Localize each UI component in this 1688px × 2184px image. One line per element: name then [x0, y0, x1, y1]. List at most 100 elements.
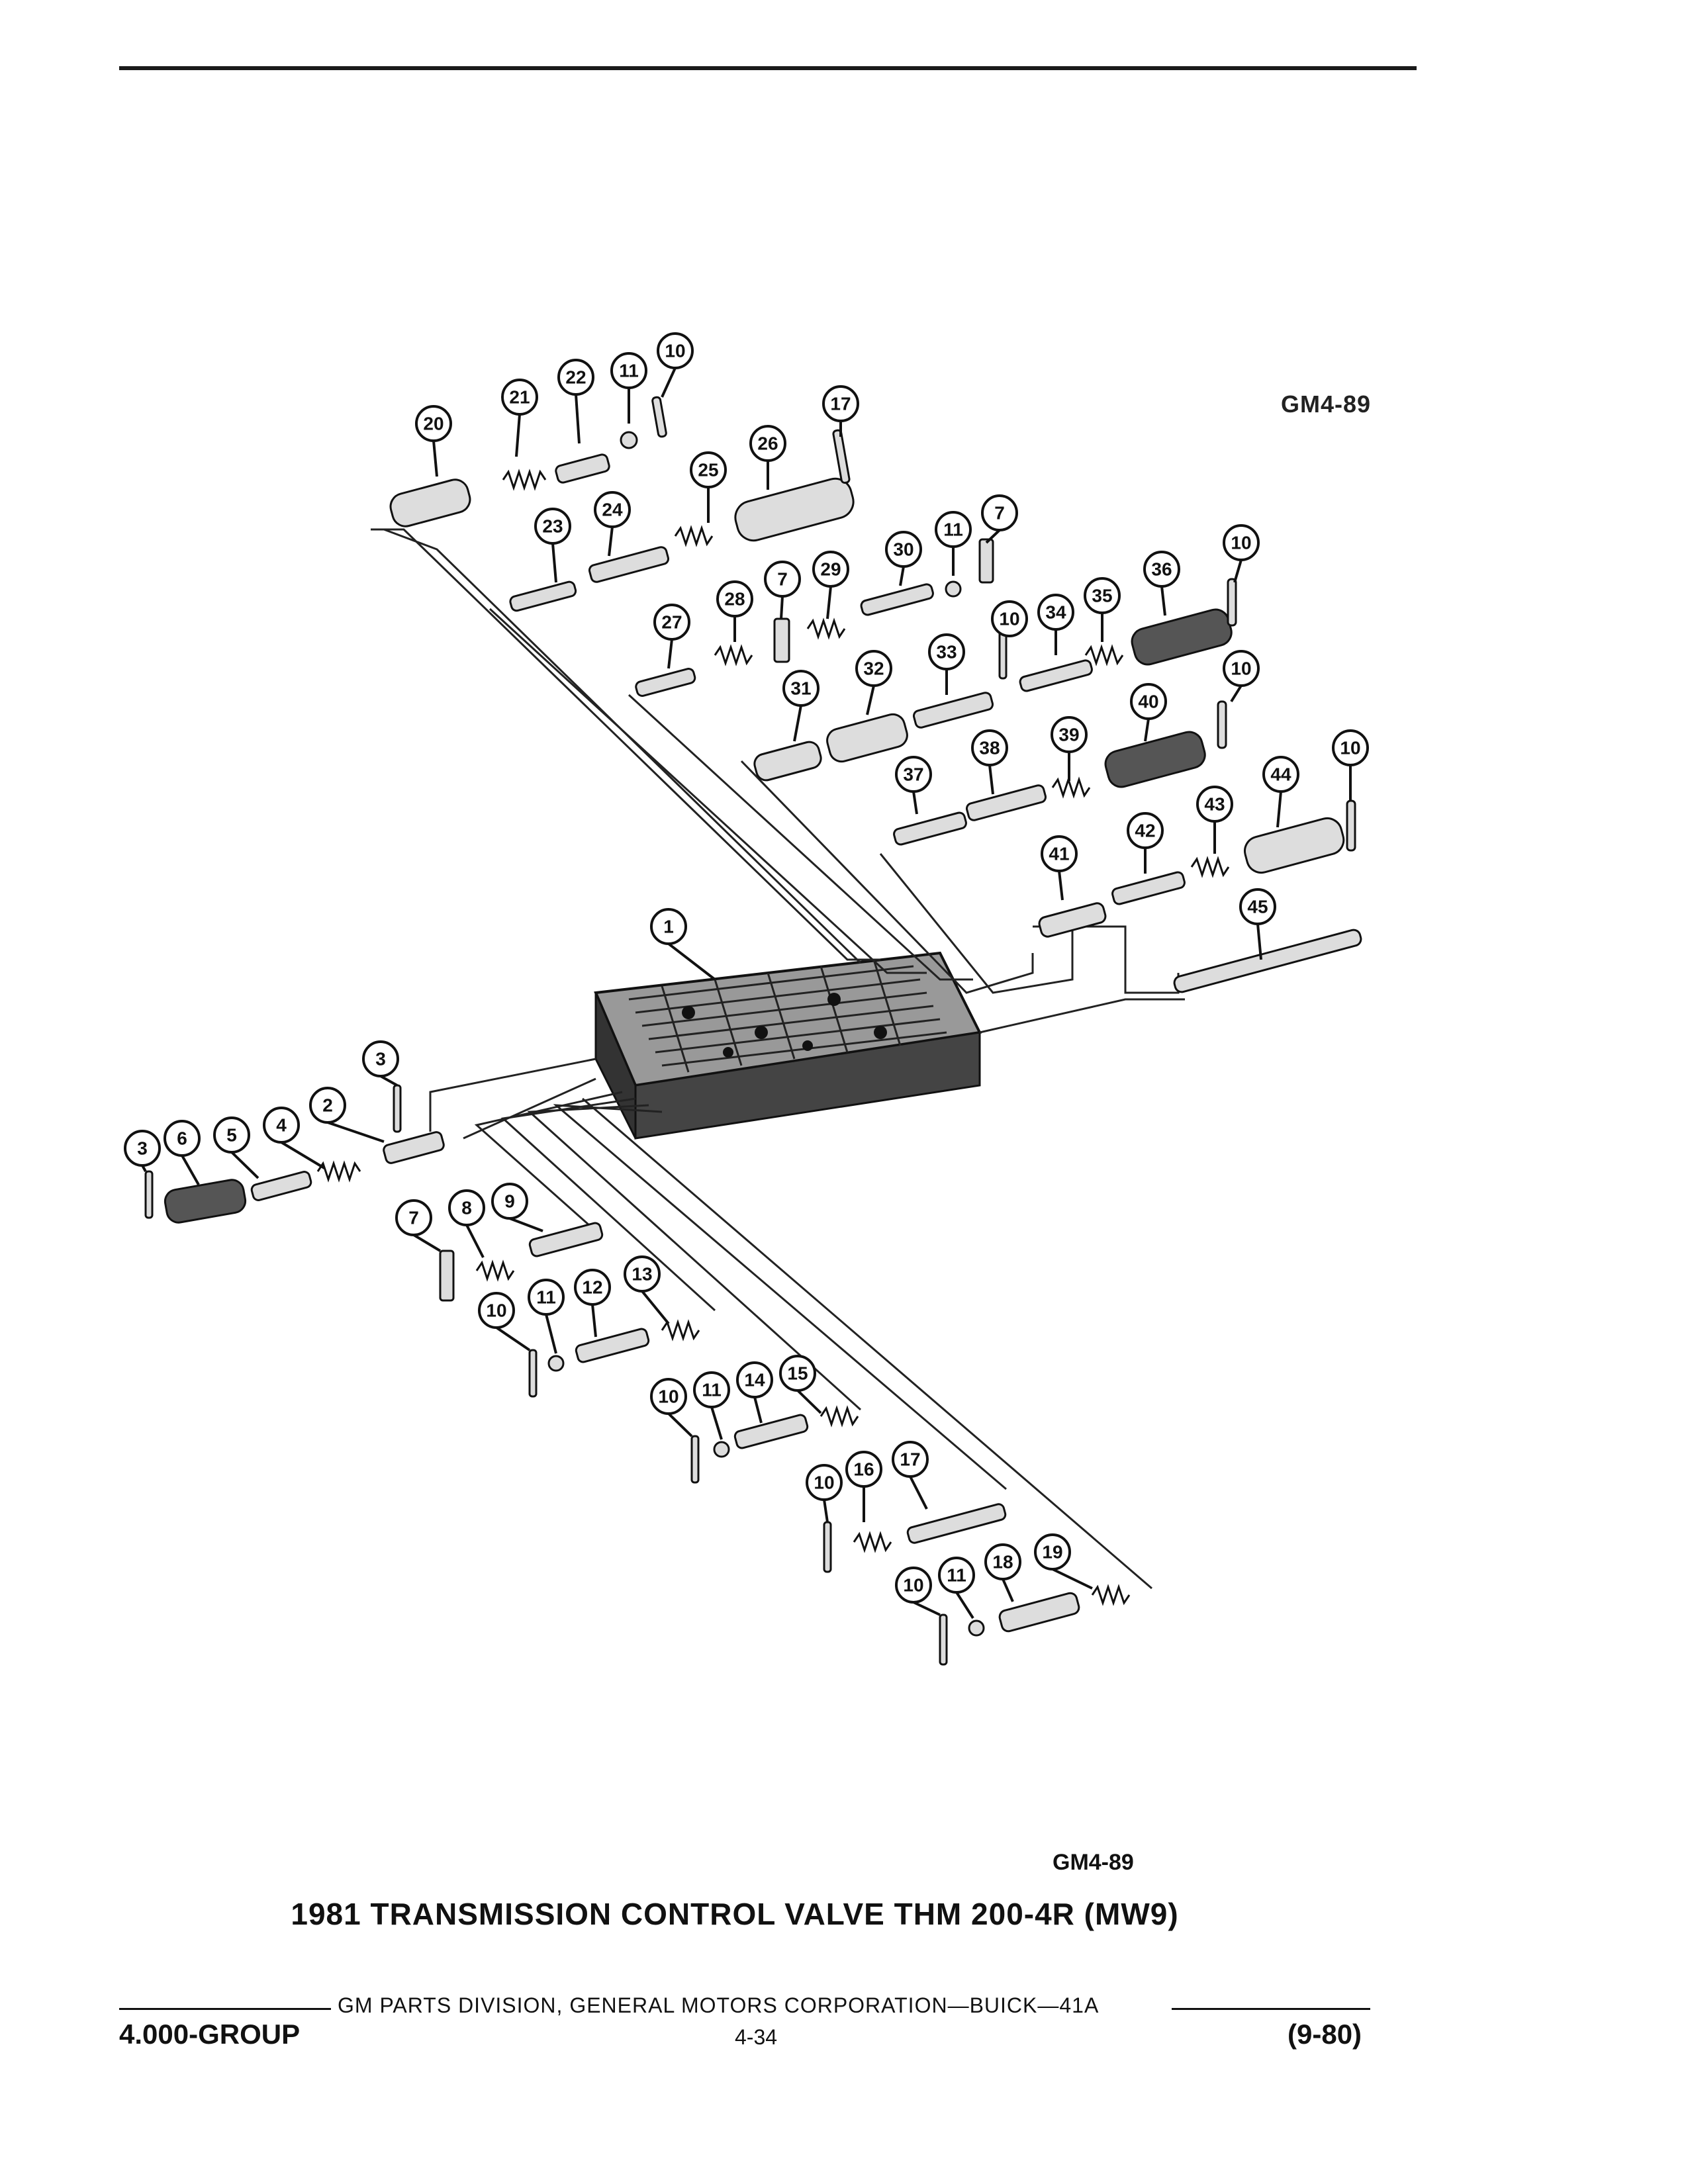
- callout-number: 5: [226, 1125, 237, 1146]
- callout-circle: [491, 1183, 528, 1220]
- callout-circle: [1223, 524, 1260, 561]
- callout-38: 38: [971, 729, 1008, 795]
- callout-leader: [661, 367, 677, 398]
- callout-circle: [845, 1451, 882, 1488]
- callout-circle: [309, 1087, 346, 1124]
- callout-circle: [653, 604, 690, 641]
- figure-code-bottom: GM4-89: [1053, 1850, 1134, 1875]
- callout-circle: [1037, 594, 1074, 631]
- callout-31: 31: [782, 670, 820, 742]
- callout-leader: [551, 543, 557, 583]
- callout-circle: [650, 908, 687, 945]
- callout-number: 37: [903, 764, 923, 785]
- callout-leader: [866, 685, 875, 715]
- callout-circle: [1130, 683, 1167, 720]
- callout-number: 10: [1340, 738, 1360, 758]
- callout-7: 7: [981, 494, 1018, 544]
- callout-circle: [1143, 551, 1180, 588]
- callout-circle: [749, 425, 786, 462]
- callout-circle: [1034, 1533, 1071, 1570]
- callout-leader: [575, 394, 581, 444]
- callout-circle: [362, 1040, 399, 1077]
- callout-number: 17: [900, 1449, 920, 1470]
- callout-circle: [478, 1292, 515, 1329]
- callout-leader: [515, 414, 521, 457]
- callout-number: 6: [177, 1128, 187, 1149]
- callout-number: 25: [698, 460, 718, 480]
- callout-circle: [164, 1120, 201, 1157]
- callout-leader: [909, 1476, 928, 1510]
- callout-circle: [855, 650, 892, 687]
- callout-number: 18: [992, 1552, 1013, 1572]
- callout-number: 45: [1247, 897, 1268, 917]
- callout-number: 7: [408, 1208, 419, 1228]
- callout-1: 1: [650, 908, 716, 981]
- callout-30: 30: [885, 531, 922, 586]
- callout-circle: [1084, 577, 1121, 614]
- callout-number: 11: [619, 361, 639, 381]
- callout-circle: [1127, 812, 1164, 849]
- callout-27: 27: [653, 604, 690, 669]
- callout-leader: [641, 1290, 670, 1325]
- callout-leader: [823, 1499, 829, 1523]
- callout-circle: [779, 1355, 816, 1392]
- callout-leader: [667, 942, 716, 981]
- callout-number: 4: [276, 1115, 287, 1136]
- callout-number: 41: [1049, 844, 1069, 864]
- callout-circle: [736, 1361, 773, 1398]
- callout-circle: [885, 531, 922, 568]
- callout-2: 2: [309, 1087, 385, 1143]
- callout-8: 8: [448, 1189, 485, 1258]
- callout-21: 21: [501, 379, 538, 457]
- callout-number: 10: [1231, 533, 1251, 553]
- callout-circle: [594, 491, 631, 528]
- callout-number: 13: [632, 1264, 652, 1285]
- callout-leader: [509, 1217, 543, 1232]
- callout-leader: [495, 1326, 531, 1351]
- callout-circle: [716, 580, 753, 617]
- callout-number: 35: [1092, 586, 1112, 606]
- callout-number: 44: [1270, 764, 1291, 785]
- callout-41: 41: [1041, 835, 1078, 901]
- callout-leader: [412, 1234, 442, 1252]
- callout-number: 39: [1058, 725, 1079, 745]
- callout-number: 32: [863, 659, 884, 679]
- callout-3: 3: [362, 1040, 399, 1087]
- callout-26: 26: [749, 425, 786, 490]
- callout-circle: [693, 1371, 730, 1408]
- callout-circle: [1332, 729, 1369, 766]
- passage-lines-lower: [429, 1058, 1152, 1590]
- callout-leader: [796, 1389, 822, 1414]
- callout-number: 31: [790, 678, 811, 699]
- callout-leader: [1002, 1578, 1014, 1602]
- callout-7: 7: [395, 1199, 442, 1252]
- callout-12: 12: [574, 1269, 611, 1338]
- callout-circle: [213, 1116, 250, 1154]
- callout-number: 10: [658, 1387, 679, 1407]
- callout-circle: [782, 670, 820, 707]
- callout-circle: [557, 359, 594, 396]
- callout-leader: [465, 1224, 485, 1258]
- callout-number: 10: [903, 1575, 923, 1596]
- callout-number: 33: [936, 642, 957, 662]
- callout-leader: [667, 639, 673, 669]
- callout-10: 10: [650, 1378, 693, 1437]
- callout-11: 11: [938, 1557, 975, 1619]
- callout-leader: [1233, 559, 1243, 583]
- callout-number: 24: [602, 500, 623, 520]
- callout-number: 26: [757, 433, 778, 454]
- callout-circle: [124, 1130, 161, 1167]
- callout-circle: [806, 1464, 843, 1501]
- callout-circle: [981, 494, 1018, 531]
- callout-circle: [1262, 756, 1299, 793]
- callout-number: 10: [665, 341, 685, 361]
- callout-circle: [984, 1543, 1021, 1580]
- callout-number: 11: [947, 1565, 966, 1586]
- top-rule: [119, 66, 1417, 70]
- callout-leader: [380, 1075, 398, 1087]
- callout-number: 21: [509, 387, 530, 408]
- callout-circle: [935, 511, 972, 548]
- callout-10: 10: [657, 332, 694, 398]
- callout-14: 14: [736, 1361, 773, 1424]
